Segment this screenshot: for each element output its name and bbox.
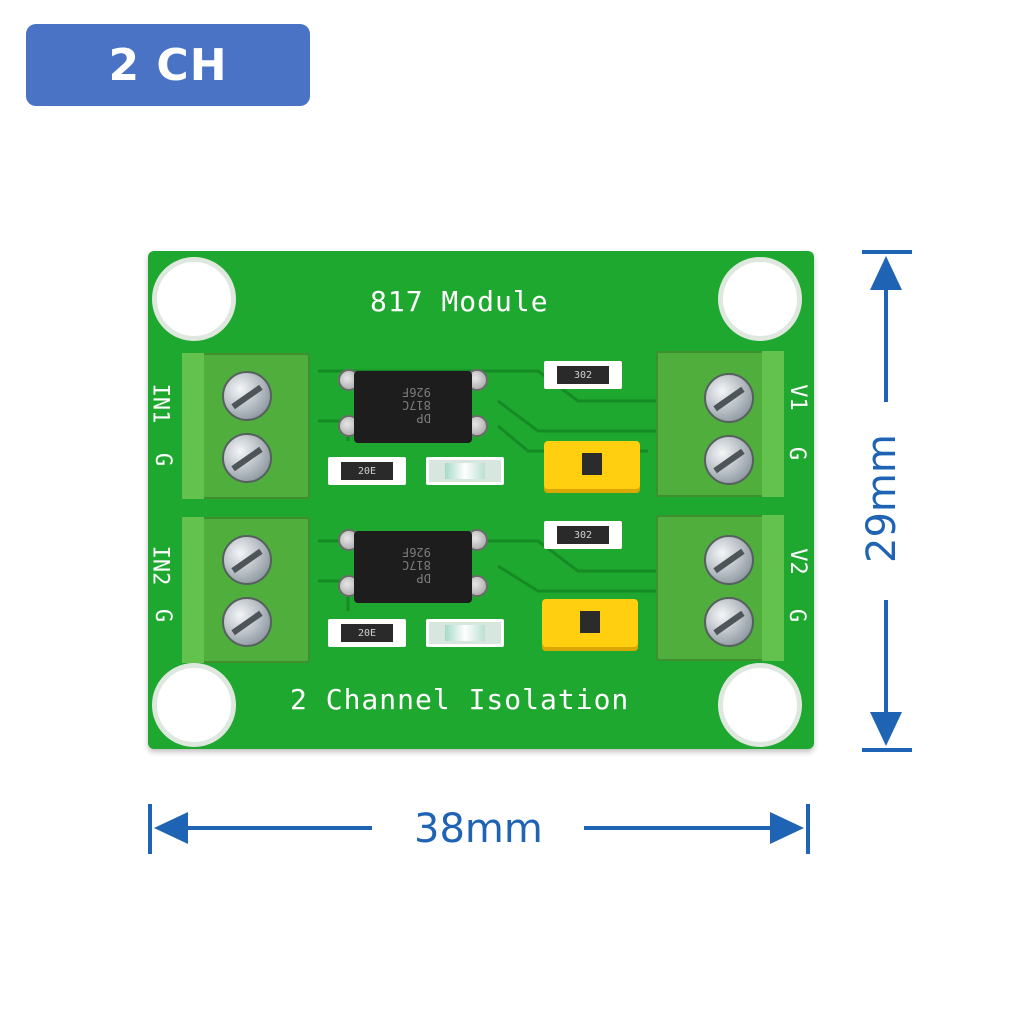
optocoupler-chip-icon: DP 817C 926F [338,519,488,615]
resistor-r4: 20E [328,619,406,647]
height-label: 29mm [859,434,905,563]
screw-icon [222,535,272,585]
screw-icon [704,535,754,585]
label-in1: IN1 [147,383,173,424]
arrow-right-icon [770,812,804,844]
chip-marking: DP 817C 926F [402,385,431,425]
arrow-left-icon [154,812,188,844]
label-v2: V2 [784,548,810,575]
channel-badge-label: 2 CH [108,39,228,91]
screw-icon [222,371,272,421]
board-subtitle: 2 Channel Isolation [290,683,630,716]
led-2 [426,619,504,647]
jumper-icon [542,599,638,651]
pcb-traces [318,369,668,611]
chip-marking: DP 817C 926F [402,545,431,585]
screw-terminal-icon [182,517,310,663]
arrow-up-icon [870,256,902,290]
screw-icon [222,597,272,647]
label-v1: V1 [784,384,810,411]
resistor-r1: 302 [544,361,622,389]
jumper-icon [544,441,640,493]
mounting-hole-top-left [152,257,236,341]
screw-terminal-icon [656,351,784,497]
label-g-3: G [784,446,810,461]
width-dimension [148,804,810,854]
resistor-r2: 20E [328,457,406,485]
mounting-hole-top-right [718,257,802,341]
board-title: 817 Module [370,285,549,318]
optocoupler-chip-icon: DP 817C 926F [338,359,488,455]
label-g-1: G [150,452,176,467]
arrow-down-icon [870,712,902,746]
screw-icon [704,373,754,423]
screw-terminal-icon [656,515,784,661]
resistor-r3: 302 [544,521,622,549]
mounting-hole-bottom-left [152,663,236,747]
screw-icon [704,435,754,485]
label-g-2: G [150,608,176,623]
label-g-4: G [784,608,810,623]
screw-terminal-icon [182,353,310,499]
label-in2: IN2 [147,545,173,586]
optocoupler-board: 817 Module 2 Channel Isolation IN1 G IN2… [147,251,814,749]
screw-icon [704,597,754,647]
led-1 [426,457,504,485]
mounting-hole-bottom-right [718,663,802,747]
width-label: 38mm [414,806,543,852]
height-dimension [862,250,912,752]
channel-badge: 2 CH [26,24,310,106]
screw-icon [222,433,272,483]
